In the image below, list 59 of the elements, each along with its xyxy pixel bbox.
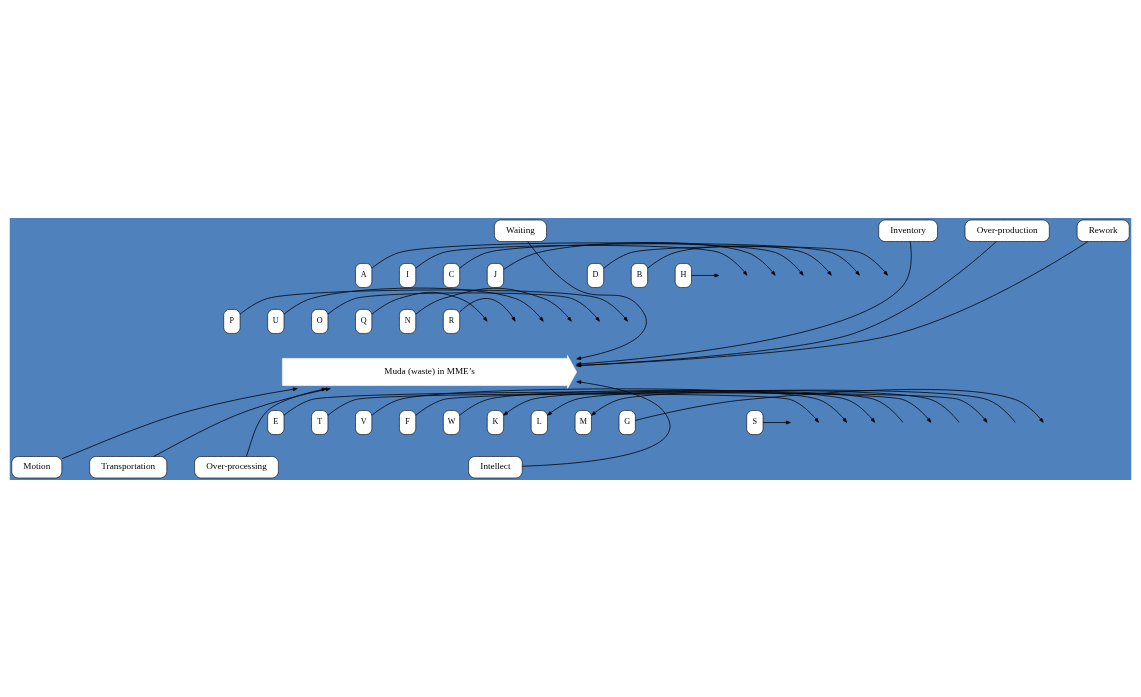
arrow [647,245,832,276]
arrow [283,391,932,423]
node-box: Over-processing [194,455,279,478]
node-box: L [530,409,548,435]
node-box: U [267,308,285,334]
arrow [459,297,516,322]
arrow [245,387,327,457]
arrow [415,244,748,276]
node-box: B [630,262,648,288]
arrow [61,386,298,459]
arrow [503,389,904,423]
node-box: P [223,308,241,334]
node-box: D [587,262,604,288]
node-box: R [443,308,460,334]
arrow [521,379,670,467]
arrow [591,389,1016,423]
arrow [327,292,600,322]
node-box: Intellect [468,455,523,478]
arrow [547,389,960,423]
arrow [459,242,860,276]
node-box: Q [355,308,373,334]
arrow [371,242,804,276]
node-box: G [618,409,636,435]
node-box: V [355,409,373,435]
node-box: W [443,409,460,435]
node-box: Waiting [494,219,547,242]
node-box: Motion [11,455,63,478]
node-box: K [486,409,504,435]
arrow [327,393,819,423]
arrow [239,289,628,322]
node-box: M [574,409,592,435]
arrow [503,241,776,276]
node-box: O [311,308,329,334]
arrow [153,387,331,457]
arrow [283,287,544,322]
arrow [603,245,888,276]
node-box: T [311,409,329,435]
arrow [691,273,720,277]
arrow [635,388,1044,423]
node-box: Over-production [964,219,1050,242]
node-box: Transportation [89,455,168,478]
node-box: S [746,409,764,435]
node-box: H [674,262,692,288]
node-box: J [486,262,504,288]
node-box: A [355,262,373,288]
arrow [459,389,876,423]
node-box: I [399,262,417,288]
node-box: E [267,409,285,435]
arrow [527,240,647,360]
node-box: Rework [1076,219,1130,242]
node-box: C [443,262,460,288]
arrow [415,392,988,423]
arrow [415,287,572,322]
node-box: Inventory [878,219,938,242]
node-box: F [399,409,417,435]
arrow [371,388,848,423]
arrow [762,420,791,424]
arrow [371,291,488,322]
node-box: N [399,308,417,334]
